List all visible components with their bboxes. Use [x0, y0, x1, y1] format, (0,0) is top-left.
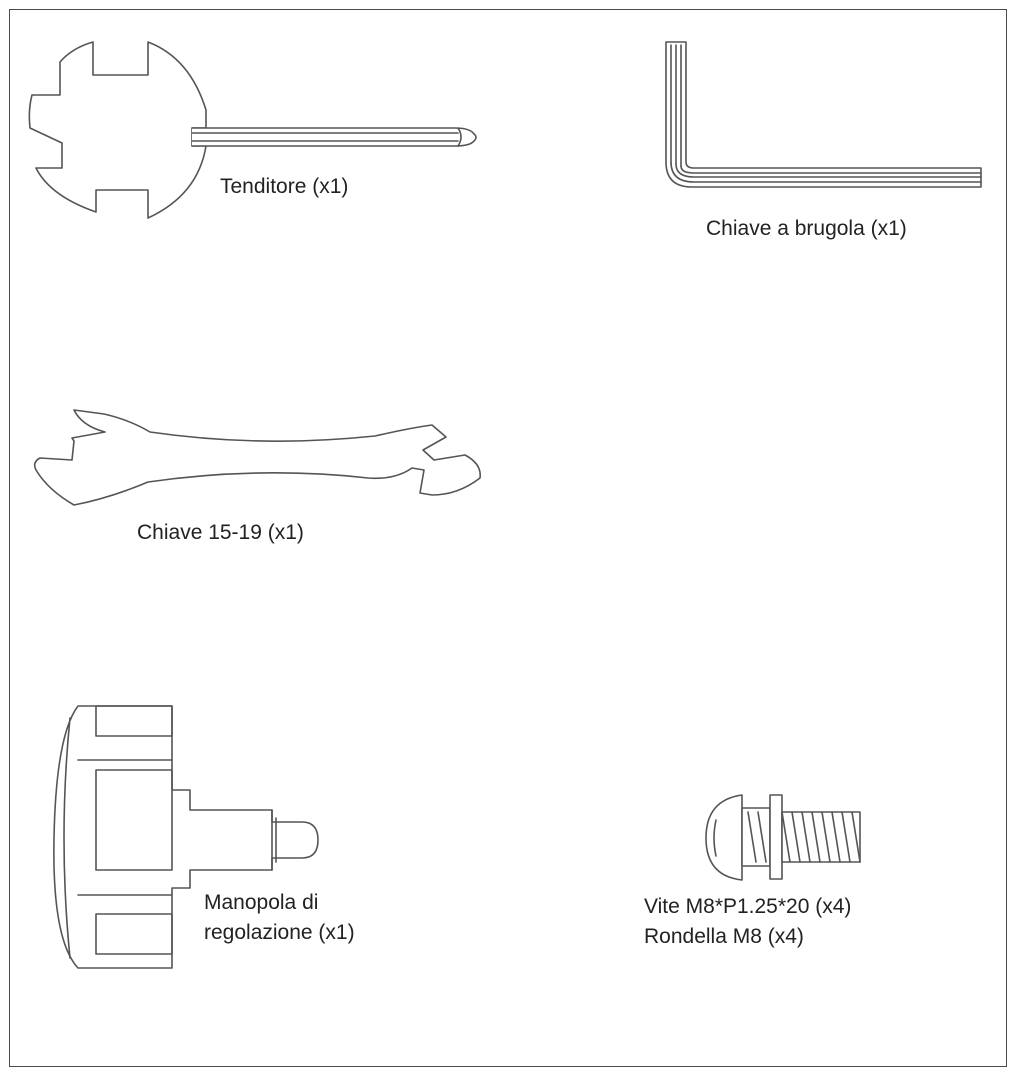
open-end-wrench-icon — [33, 409, 482, 506]
allen-key-icon — [665, 41, 982, 188]
screw-washer-icon — [705, 794, 861, 881]
knob-label: Manopola di regolazione (x1) — [204, 888, 355, 948]
screw-label: Vite M8*P1.25*20 (x4) Rondella M8 (x4) — [644, 892, 851, 952]
tensioner-label: Tenditore (x1) — [220, 175, 349, 198]
knob-label-line2: regolazione (x1) — [204, 921, 355, 944]
screw-label-line1: Vite M8*P1.25*20 (x4) — [644, 895, 852, 918]
tensioner-tool-icon — [28, 41, 477, 219]
wrench-label: Chiave 15-19 (x1) — [137, 521, 304, 544]
parts-frame — [9, 9, 1007, 1067]
screw-label-line2: Rondella M8 (x4) — [644, 925, 804, 948]
allen-key-label: Chiave a brugola (x1) — [706, 217, 907, 240]
knob-label-line1: Manopola di — [204, 891, 319, 914]
adjustment-knob-icon — [53, 705, 319, 969]
